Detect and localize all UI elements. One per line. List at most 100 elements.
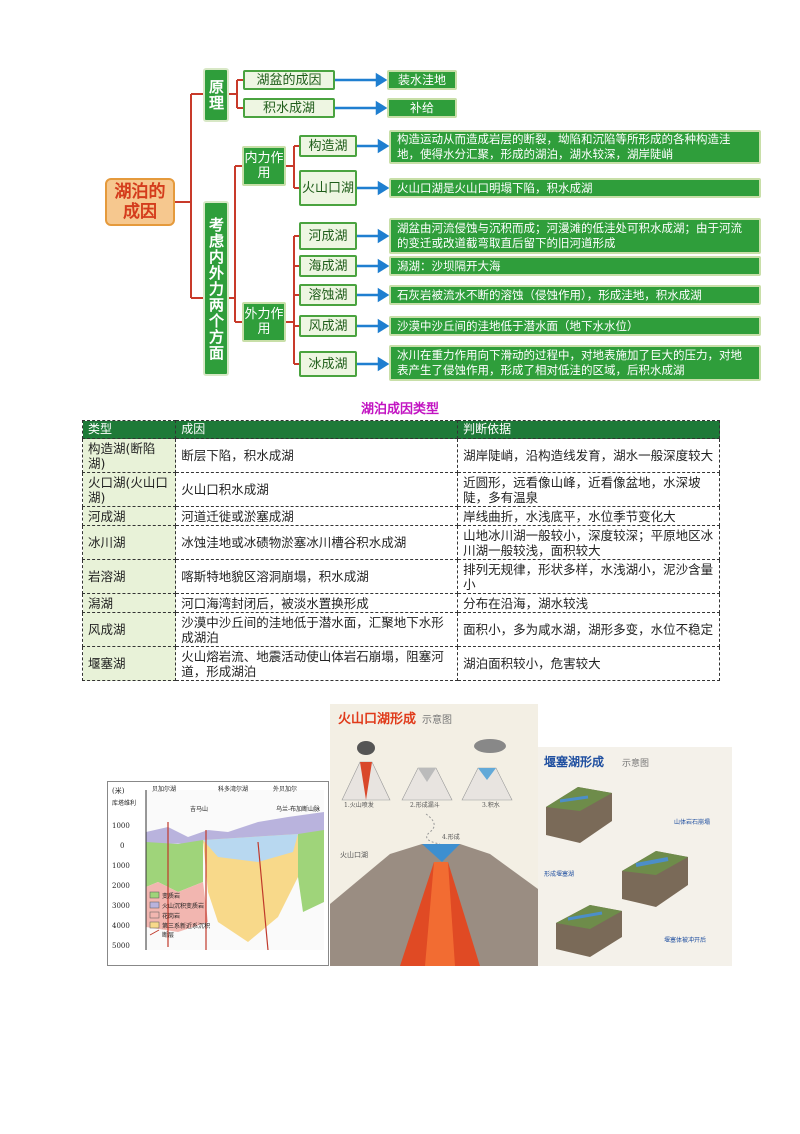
principle-cause-2: 积水成湖: [243, 98, 335, 118]
lake-type-glacial: 冰成湖: [299, 351, 357, 377]
crater-step-label: 3.积水: [482, 802, 500, 809]
barrier-caption: 山体岩石崩塌: [674, 819, 711, 826]
mind-map-root: 湖泊的成因: [105, 178, 175, 226]
barrier-lake-drawing: [546, 787, 688, 957]
cell-cause: 火山熔岩流、地震活动使山体岩石崩塌，阻塞河道，形成湖泊: [175, 646, 459, 681]
depth-tick: 3000: [112, 902, 130, 910]
desc-aeolian: 沙漠中沙丘间的洼地低于潜水面（地下水水位）: [389, 316, 761, 336]
cell-type: 堰塞湖: [81, 646, 177, 681]
cell-basis: 近圆形，远看像山峰，近看像盆地，水深坡陡，多有温泉: [457, 472, 720, 507]
cell-basis: 岸线曲折，水浅底平，水位季节变化大: [457, 506, 720, 526]
mind-map-connectors: [175, 72, 390, 372]
desc-tectonic: 构造运动从而造成岩层的断裂，坳陷和沉陷等所形成的各种构造洼地，使得水分汇聚，形成…: [389, 130, 761, 164]
cell-basis: 面积小，多为咸水湖，湖形多变，水位不稳定: [457, 612, 720, 647]
cell-type: 冰川湖: [81, 525, 177, 560]
internal-force-label: 内力作用: [242, 146, 286, 186]
legend-label: 火山沉积变质岩: [162, 903, 205, 910]
table-caption: 湖泊成因类型: [360, 402, 439, 417]
crater-lake-drawing: [330, 739, 538, 966]
mind-map: 湖泊的成因 原理 考虑内外力两个方面 湖盆的成因 积水成湖 装水洼地 补给 内力…: [105, 58, 765, 386]
table-row: 火口湖(火山口湖) 火山口积水成湖 近圆形，远看像山峰，近看像盆地，水深坡陡，多…: [81, 472, 720, 507]
cell-type: 火口湖(火山口湖): [81, 472, 177, 507]
lake-type-river: 河成湖: [299, 222, 357, 250]
header-cause: 成因: [175, 420, 459, 439]
legend-label: 断层: [162, 932, 175, 939]
table-row: 构造湖(断陷湖) 断层下陷，积水成湖 湖岸陡峭，沿构造线发育，湖水一般深度较大: [81, 438, 720, 473]
barrier-caption: 形成堰塞湖: [544, 871, 575, 878]
cell-cause: 喀斯特地貌区溶洞崩塌，积水成湖: [175, 559, 459, 594]
crater-figure-title-suffix: 示意图: [422, 715, 452, 726]
table-row: 河成湖 河道迁徙或淤塞成湖 岸线曲折，水浅底平，水位季节变化大: [81, 506, 720, 526]
depth-tick: 1000: [112, 822, 130, 830]
table-row: 堰塞湖 火山熔岩流、地震活动使山体岩石崩塌，阻塞河道，形成湖泊 湖泊面积较小，危…: [81, 646, 720, 681]
header-type: 类型: [81, 420, 177, 439]
cross-section-drawing: [145, 790, 324, 951]
cell-type: 构造湖(断陷湖): [81, 438, 177, 473]
desc-karst: 石灰岩被流水不断的溶蚀（侵蚀作用），形成洼地，积水成湖: [389, 285, 761, 305]
table-row: 岩溶湖 喀斯特地貌区溶洞崩塌，积水成湖 排列无规律，形状多样，水浅湖小，泥沙含量…: [81, 559, 720, 594]
crater-step-label: 4.形成: [442, 834, 460, 841]
desc-lagoon: 潟湖：沙坝隔开大海: [389, 256, 761, 276]
barrier-caption: 堰塞体被冲开后: [664, 937, 707, 944]
place-label: 库塔维利: [112, 800, 137, 807]
legend-label: 第三系新近系沉积: [162, 923, 211, 930]
barrier-figure-title-suffix: 示意图: [622, 759, 650, 769]
table-row: 冰川湖 冰蚀洼地或冰碛物淤塞冰川槽谷积水成湖 山地冰川湖一般较小，深度较深；平原…: [81, 525, 720, 560]
lake-type-tectonic: 构造湖: [299, 135, 357, 157]
external-force-label: 外力作用: [242, 302, 286, 342]
desc-crater: 火山口湖是火山口明塌下陷，积水成湖: [389, 178, 761, 198]
lake-type-crater: 火山口湖: [299, 170, 357, 206]
crater-figure-title: 火山口湖形成: [338, 712, 417, 727]
crater-step-label: 1.火山喷发: [344, 802, 374, 809]
cell-type: 潟湖: [81, 593, 177, 613]
lake-type-lagoon: 海成湖: [299, 255, 357, 277]
cell-basis: 湖岸陡峭，沿构造线发育，湖水一般深度较大: [457, 438, 720, 473]
place-label: 乌兰-布加断山脉: [276, 806, 321, 813]
cell-type: 风成湖: [81, 612, 177, 647]
desc-river: 湖盆由河流侵蚀与沉积而成；河漫滩的低洼处可积水成湖；由于河流的变迁或改道截弯取直…: [389, 218, 761, 254]
cell-cause: 冰蚀洼地或冰碛物淤塞冰川槽谷积水成湖: [175, 525, 459, 560]
branch-factors: 考虑内外力两个方面: [203, 201, 229, 376]
barrier-figure-title: 堰塞湖形成: [544, 755, 605, 769]
lake-types-table: 类型 成因 判断依据 构造湖(断陷湖) 断层下陷，积水成湖 湖岸陡峭，沿构造线发…: [81, 420, 720, 681]
cell-cause: 火山口积水成湖: [175, 472, 459, 507]
legend-label: 变质岩: [162, 893, 181, 900]
depth-tick: 5000: [112, 942, 130, 950]
cell-cause: 沙漠中沙丘间的洼地低于潜水面，汇聚地下水形成湖泊: [175, 612, 459, 647]
cell-basis: 山地冰川湖一般较小，深度较深；平原地区冰川湖一般较浅，面积较大: [457, 525, 720, 560]
lake-type-aeolian: 风成湖: [299, 315, 357, 337]
place-label: 贝加尔湖: [152, 786, 177, 793]
cell-basis: 分布在沿海，湖水较浅: [457, 593, 720, 613]
table-row: 潟湖 河口海湾封闭后，被淡水置换形成 分布在沿海，湖水较浅: [81, 593, 720, 613]
cell-cause: 河口海湾封闭后，被淡水置换形成: [175, 593, 459, 613]
depth-tick: 2000: [112, 882, 130, 890]
place-label: 科多湾尔湖: [218, 786, 249, 793]
baikal-cross-section-figure: (米) 1000 0 1000 2000 3000 4000 5000 贝加尔湖…: [107, 781, 329, 966]
lake-type-karst: 溶蚀湖: [299, 284, 357, 306]
cell-cause: 河道迁徙或淤塞成湖: [175, 506, 459, 526]
barrier-lake-figure: 堰塞湖形成 示意图 山体岩石崩塌 形成堰塞湖 堰塞体被冲开后: [538, 747, 732, 966]
crater-step-label: 2.形成漏斗: [410, 802, 440, 809]
principle-result-1: 装水洼地: [387, 70, 457, 90]
legend-label: 花岗岩: [162, 913, 181, 920]
table-header-row: 类型 成因 判断依据: [81, 420, 720, 439]
depth-unit: (米): [112, 787, 125, 795]
depth-tick: 4000: [112, 922, 130, 930]
depth-tick: 1000: [112, 862, 130, 870]
cell-basis: 湖泊面积较小，危害较大: [457, 646, 720, 681]
crater-lake-figure: 火山口湖形成 示意图 1.火山喷发 2.形成漏斗 3.积水 4.形成 火山口湖: [330, 704, 538, 966]
cell-type: 岩溶湖: [81, 559, 177, 594]
cell-basis: 排列无规律，形状多样，水浅湖小，泥沙含量小: [457, 559, 720, 594]
cell-cause: 断层下陷，积水成湖: [175, 438, 459, 473]
table-row: 风成湖 沙漠中沙丘间的洼地低于潜水面，汇聚地下水形成湖泊 面积小，多为咸水湖，湖…: [81, 612, 720, 647]
principle-result-2: 补给: [387, 98, 457, 118]
place-label: 外贝加尔: [273, 786, 298, 793]
cell-type: 河成湖: [81, 506, 177, 526]
depth-tick: 0: [120, 842, 125, 850]
principle-cause-1: 湖盆的成因: [243, 70, 335, 90]
header-basis: 判断依据: [457, 420, 720, 439]
desc-glacial: 冰川在重力作用向下滑动的过程中，对地表施加了巨大的压力，对地表产生了侵蚀作用，形…: [389, 345, 761, 381]
branch-principle: 原理: [203, 68, 229, 122]
place-label: 吉马山: [190, 806, 209, 813]
crater-side-label: 火山口湖: [340, 851, 368, 859]
